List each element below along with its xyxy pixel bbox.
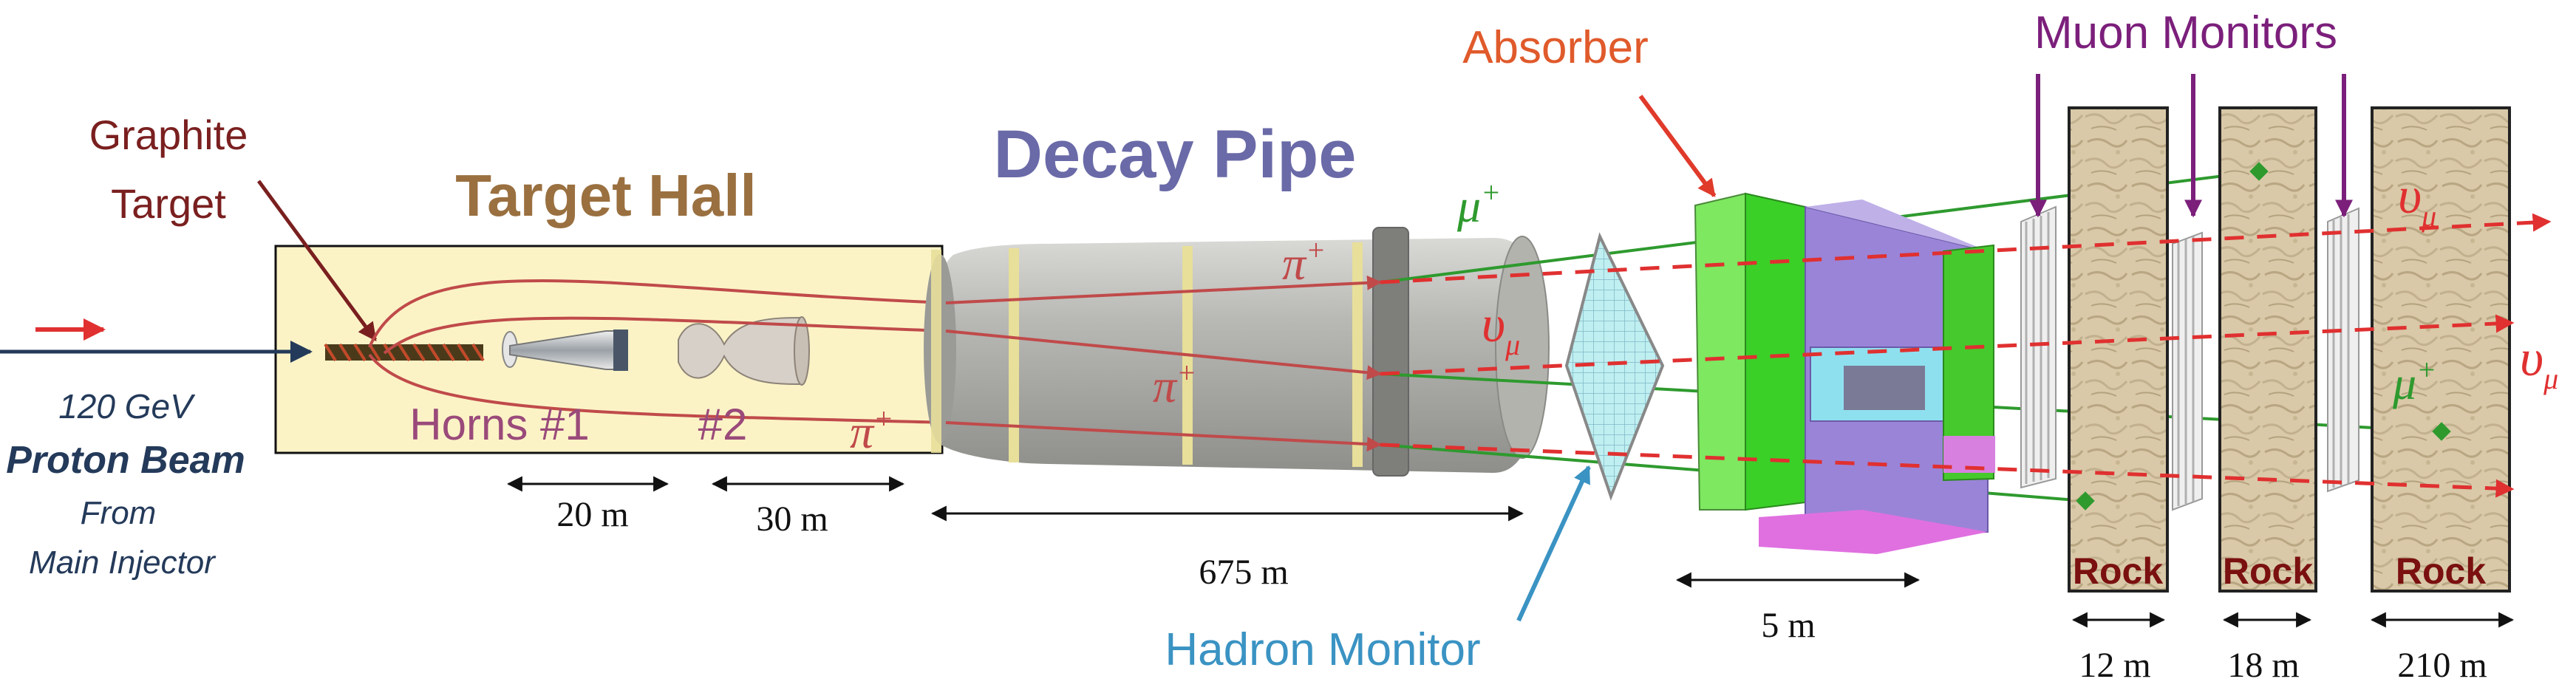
horn1-shape — [502, 330, 628, 371]
dim-label-5m: 5 m — [1761, 606, 1815, 645]
dim-label-20m: 20 m — [556, 495, 628, 534]
from-label: From — [81, 495, 157, 531]
dim-label-675m: 675 m — [1199, 553, 1288, 592]
target-hall-title: Target Hall — [455, 163, 757, 228]
pion-ray-bottom — [945, 421, 1382, 452]
graphite-label-line2: Target — [111, 180, 226, 227]
neutrino-label-right: υμ — [2520, 330, 2558, 395]
neutrino-ray-2 — [1380, 314, 2515, 376]
absorber-pointer-arrow — [1638, 95, 1717, 197]
absorber-block — [1694, 192, 1995, 554]
proton-beam-label: Proton Beam — [6, 439, 245, 482]
hadron-monitor-pointer-arrow — [1516, 465, 1591, 622]
muon-monitors-title: Muon Monitors — [2034, 7, 2337, 58]
dim-label-30m: 30 m — [756, 499, 828, 539]
rock-label-1: Rock — [2073, 550, 2163, 592]
neutrino-label-top: υμ — [2398, 168, 2436, 233]
muon-monitor-plane-3 — [2327, 207, 2359, 493]
rock-block-3 — [2371, 106, 2511, 593]
pion-label-top: π+ — [1282, 233, 1326, 290]
muon-label-top: μ+ — [1456, 176, 1501, 232]
rock-block-2 — [2218, 106, 2317, 593]
main-injector-label: Main Injector — [29, 544, 217, 581]
pion-curve-middle — [383, 316, 947, 355]
neutrino-label-middle: υμ — [1482, 296, 1520, 361]
graphite-label-line1: Graphite — [89, 112, 248, 158]
absorber-title: Absorber — [1462, 22, 1649, 73]
decay-pipe-title: Decay Pipe — [994, 117, 1357, 192]
dim-label-12m: 12 m — [2079, 646, 2150, 685]
rock-block-1 — [2068, 106, 2169, 593]
pion-curve-upper — [368, 279, 947, 348]
dim-label-210m: 210 m — [2397, 646, 2487, 685]
neutrino-ray-1 — [1380, 213, 2552, 284]
pion-ray-middle — [945, 330, 1382, 380]
horn2-label: #2 — [698, 400, 748, 449]
hadron-monitor-grid — [1564, 232, 1665, 501]
beam-energy-label: 120 GeV — [58, 387, 196, 426]
pion-label-middle: π+ — [1153, 356, 1196, 412]
graphite-pointer-arrow — [256, 180, 378, 342]
muon-monitor-plane-1 — [2020, 205, 2057, 489]
decay-pipe-cylinder — [924, 227, 1550, 477]
muon-monitor-plane-2 — [2172, 231, 2203, 511]
pion-label-hall: π+ — [850, 402, 893, 458]
rock-label-2: Rock — [2223, 550, 2313, 592]
hadron-monitor-title: Hadron Monitor — [1165, 624, 1480, 675]
dim-label-18m: 18 m — [2227, 646, 2299, 685]
muon-label-right: μ+ — [2392, 353, 2436, 409]
pion-ray-top — [945, 275, 1382, 304]
horn2-shape — [678, 316, 810, 386]
horn1-label: Horns #1 — [409, 400, 589, 449]
pion-curve-lower — [368, 353, 947, 424]
neutrino-ray-3 — [1380, 443, 2515, 498]
rock-label-3: Rock — [2396, 550, 2486, 592]
